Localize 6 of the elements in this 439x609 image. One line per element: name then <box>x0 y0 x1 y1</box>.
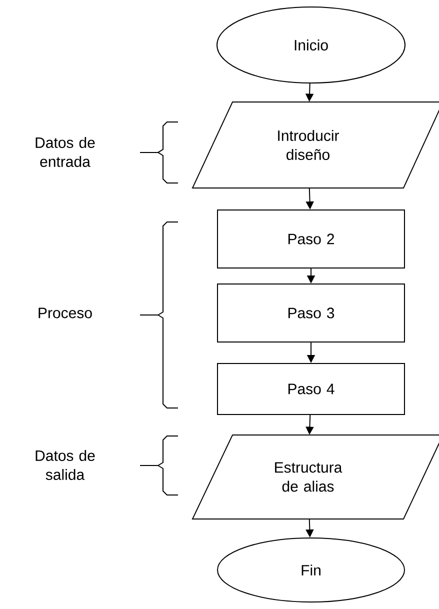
side-label: Proceso <box>38 308 92 318</box>
side-label: Datos de entrada <box>36 136 95 167</box>
process-box: Paso 3 <box>217 284 405 342</box>
process-box: Paso 4 <box>217 363 405 415</box>
process-box: Paso 2 <box>217 210 405 268</box>
side-label: Datos de salida <box>36 450 95 480</box>
